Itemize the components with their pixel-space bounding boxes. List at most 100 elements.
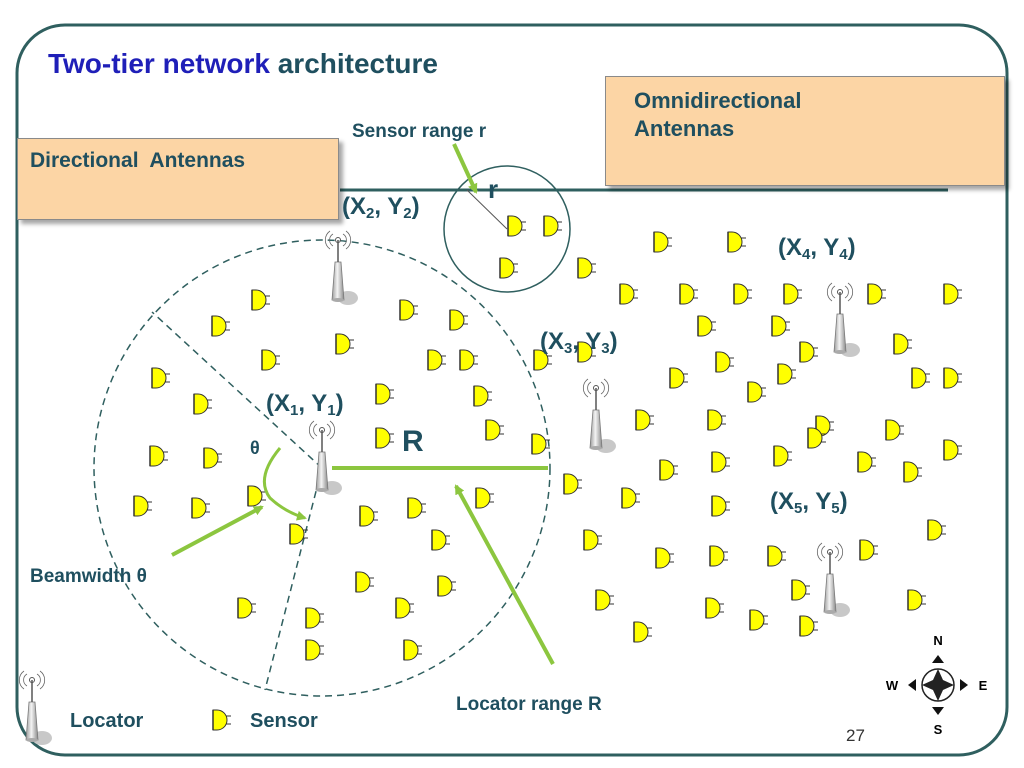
sensor-node — [943, 283, 963, 305]
sensor-node — [893, 333, 913, 355]
sensor-node — [203, 447, 223, 469]
sensor-node — [907, 589, 927, 611]
compass-w: W — [886, 678, 899, 693]
sensor-node — [705, 597, 725, 619]
sensor-node — [485, 419, 505, 441]
sensor-node — [563, 473, 583, 495]
sensor-node — [799, 341, 819, 363]
page-number: 27 — [846, 726, 865, 745]
sensor-node — [621, 487, 641, 509]
coord-label-2: (X2, Y2) — [342, 193, 420, 222]
sensor-node — [407, 497, 427, 519]
sensor-node — [261, 349, 281, 371]
compass-rose: N S E W — [886, 633, 988, 737]
sensor-node — [399, 299, 419, 321]
omni-label-line2: Antennas — [634, 116, 735, 141]
sensor-node — [191, 497, 211, 519]
sensor-node — [375, 427, 395, 449]
sensor-node — [799, 615, 819, 637]
sensor-node — [711, 495, 731, 517]
locator-range-arrow — [454, 484, 555, 665]
sensor-node — [747, 381, 767, 403]
sensor-node — [251, 289, 271, 311]
sensor-node — [859, 539, 879, 561]
sensor-node — [771, 315, 791, 337]
beamwidth-arc — [262, 447, 307, 521]
omni-label-line1: Omnidirectional — [634, 88, 802, 113]
sensor-node — [507, 215, 527, 237]
sensor-node — [595, 589, 615, 611]
sensor-node — [305, 639, 325, 661]
locator-tower-5 — [816, 542, 851, 618]
sensor-node — [733, 283, 753, 305]
sensor-node — [149, 445, 169, 467]
sensor-node — [903, 461, 923, 483]
omnidirectional-antennas-box: Omnidirectional Antennas — [605, 76, 1005, 186]
sensor-node — [531, 433, 551, 455]
sensor-node — [499, 257, 519, 279]
title-part-2: architecture — [277, 48, 439, 79]
sensor-node — [867, 283, 887, 305]
sensor-node — [335, 333, 355, 355]
sensor-radius-r-label: r — [488, 174, 499, 204]
legend-sensor-label: Sensor — [250, 710, 318, 732]
coord-label-1: (X1, Y1) — [266, 390, 344, 419]
sensor-node — [783, 283, 803, 305]
sensor-node — [773, 445, 793, 467]
compass-n: N — [933, 633, 942, 648]
sensor-node — [151, 367, 171, 389]
sensor-node — [543, 215, 563, 237]
sensor-node — [355, 571, 375, 593]
sensor-node — [431, 529, 451, 551]
directional-antennas-label: Directional Antennas — [30, 149, 246, 172]
sensor-node — [709, 545, 729, 567]
sensor-node — [679, 283, 699, 305]
sensor-node — [707, 409, 727, 431]
sensor-node — [211, 315, 231, 337]
compass-e: E — [979, 678, 988, 693]
locator-tower-1 — [308, 420, 343, 496]
sensor-range-label: Sensor range r — [352, 121, 487, 142]
locator-range-circle — [93, 239, 551, 697]
sensor-node — [885, 419, 905, 441]
sensor-node — [911, 367, 931, 389]
sensor-node — [715, 351, 735, 373]
sensor-node — [633, 621, 653, 643]
sensor-node — [669, 367, 689, 389]
legend-sensor-icon — [212, 709, 232, 731]
sensor-node — [791, 579, 811, 601]
sensor-range-radius — [466, 189, 508, 230]
sensor-node — [449, 309, 469, 331]
sensor-node — [193, 393, 213, 415]
compass-s: S — [934, 722, 943, 737]
sensor-node — [395, 597, 415, 619]
slide-frame — [15, 23, 1009, 757]
sensor-node — [749, 609, 769, 631]
sensor-node — [727, 231, 747, 253]
sensor-node — [289, 523, 309, 545]
sensor-node — [459, 349, 479, 371]
sensor-node — [583, 529, 603, 551]
sensor-node — [655, 547, 675, 569]
coord-label-4: (X4, Y4) — [778, 234, 856, 263]
sensor-node — [577, 257, 597, 279]
sector-boundary — [151, 311, 323, 469]
coord-label-5: (X5, Y5) — [770, 488, 848, 517]
sensor-range-circle — [443, 165, 571, 293]
directional-antennas-box: Directional Antennas — [17, 138, 339, 220]
sensor-node — [473, 385, 493, 407]
sensor-node — [635, 409, 655, 431]
sensor-node — [711, 451, 731, 473]
sensor-node — [619, 283, 639, 305]
sensor-node — [375, 383, 395, 405]
sensor-node — [305, 607, 325, 629]
sensor-node — [697, 315, 717, 337]
sensor-node — [653, 231, 673, 253]
sensor-node — [475, 487, 495, 509]
sensor-node — [927, 519, 947, 541]
sensor-node — [359, 505, 379, 527]
locator-tower-4 — [826, 282, 861, 358]
locator-radius-R-label: R — [402, 425, 424, 458]
sensor-node — [857, 451, 877, 473]
locator-range-label: Locator range R — [456, 694, 602, 715]
